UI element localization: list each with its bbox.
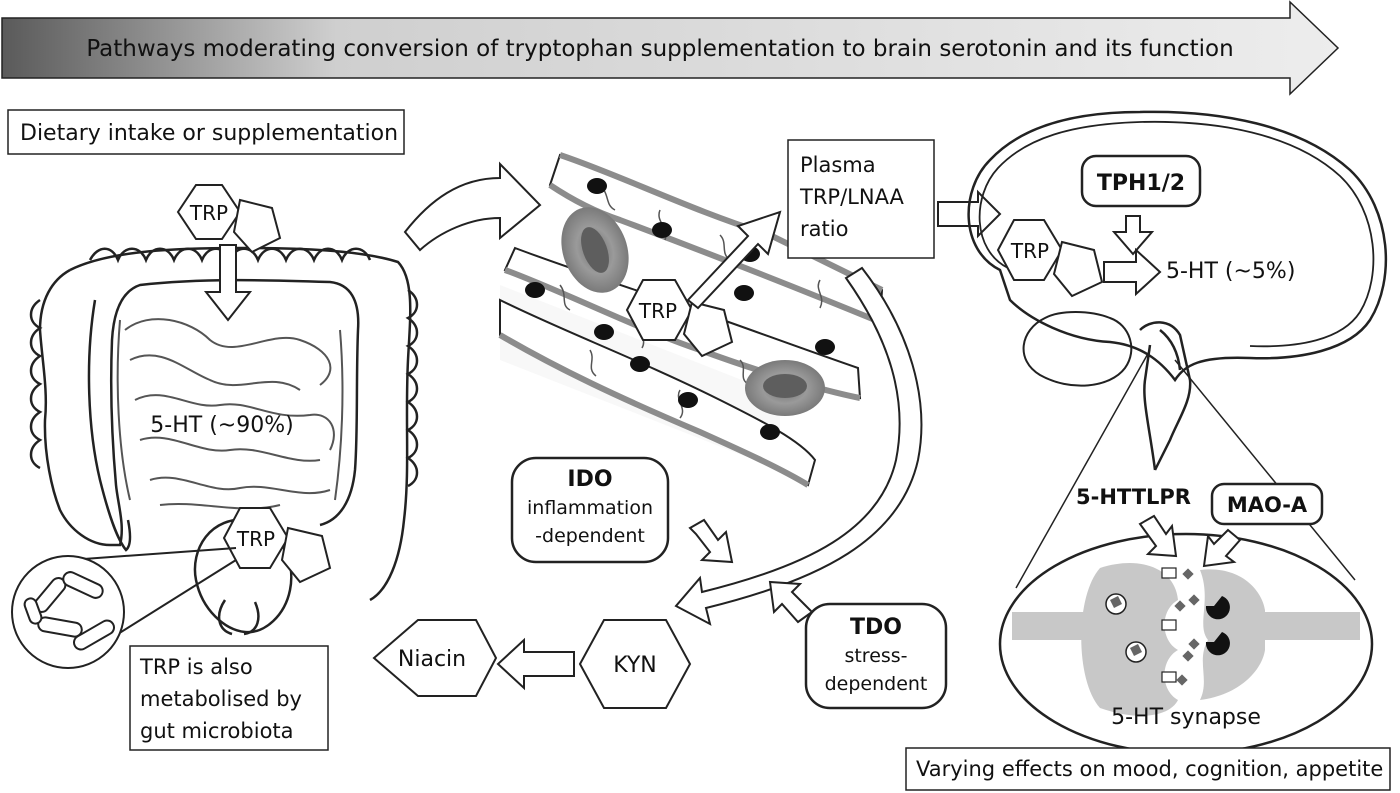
trp-molecule-vessel-icon xyxy=(625,279,734,358)
zoom-lines xyxy=(1015,349,1356,589)
ido-title: IDO xyxy=(567,467,612,492)
plasma-ratio-line-2: TRP/LNAA xyxy=(799,185,905,209)
synapse-illustration xyxy=(1012,563,1360,716)
ido-arrow-icon xyxy=(688,518,734,564)
tdo-arrow-icon xyxy=(768,580,814,624)
mao-label: MAO-A xyxy=(1227,493,1308,517)
plasma-ratio-line-3: ratio xyxy=(800,217,848,241)
to-serotonin-arrow-icon xyxy=(1103,247,1162,297)
tdo-box xyxy=(804,602,948,710)
arrow-to-niacin-icon xyxy=(496,637,575,691)
trp-label-vessel: TRP xyxy=(638,299,677,323)
effects-box xyxy=(905,747,1391,791)
tdo-title: TDO xyxy=(850,615,902,640)
mao-box xyxy=(1210,482,1324,526)
transporter-label: 5-HTTLPR xyxy=(1076,485,1191,509)
effects-label: Varying effects on mood, cognition, appe… xyxy=(916,757,1383,781)
microbiota-note-line-2: metabolised by xyxy=(140,687,302,711)
microbiota-note-line-3: gut microbiota xyxy=(140,719,294,743)
microbiota-note-box xyxy=(129,645,329,751)
curved-arrow-to-kyn-icon xyxy=(674,266,923,626)
plasma-ratio-box xyxy=(787,139,935,259)
dietary-intake-label: Dietary intake or supplementation xyxy=(20,121,398,146)
synapse-label: 5-HT synapse xyxy=(1111,705,1261,730)
trp-label-brain: TRP xyxy=(1010,239,1049,263)
down-arrow-icon xyxy=(203,244,253,322)
banner-title: Pathways moderating conversion of trypto… xyxy=(86,36,1233,62)
niacin-diamond xyxy=(372,619,498,697)
trp-molecule-icon xyxy=(176,184,282,254)
tdo-sub-line-1: stress- xyxy=(844,645,907,667)
trp-label-gut-top: TRP xyxy=(189,201,228,225)
niacin-label: Niacin xyxy=(398,647,466,672)
trp-label-colon: TRP xyxy=(236,527,275,551)
kyn-label: KYN xyxy=(613,653,657,678)
microbiota-circle xyxy=(11,547,237,669)
ido-box xyxy=(510,456,670,564)
trp-molecule-colon-icon xyxy=(222,507,332,584)
trp-molecule-brain-icon xyxy=(996,219,1104,298)
mao-arrow-icon xyxy=(1202,528,1242,568)
brain-serotonin-label: 5-HT (~5%) xyxy=(1166,259,1295,284)
brain-illustration xyxy=(967,110,1388,471)
gut-serotonin-label: 5-HT (~90%) xyxy=(150,413,293,438)
tph-down-arrow-icon xyxy=(1111,215,1155,256)
tph-label: TPH1/2 xyxy=(1097,171,1185,196)
arrow-to-plasma-icon xyxy=(686,210,782,310)
microbiota-note-line-1: TRP is also xyxy=(139,655,253,679)
curved-arrow-to-vessel-icon xyxy=(403,161,542,252)
transporter-arrow-icon xyxy=(1138,514,1178,558)
ido-sub-line-2: -dependent xyxy=(535,525,645,547)
ido-sub-line-1: inflammation xyxy=(527,497,653,519)
banner-arrow xyxy=(1,0,1340,96)
kyn-hexagon xyxy=(578,619,692,709)
tdo-sub-line-2: dependent xyxy=(825,673,928,695)
tph-box xyxy=(1080,154,1202,208)
dietary-intake-box xyxy=(7,109,405,155)
plasma-ratio-line-1: Plasma xyxy=(800,153,876,177)
